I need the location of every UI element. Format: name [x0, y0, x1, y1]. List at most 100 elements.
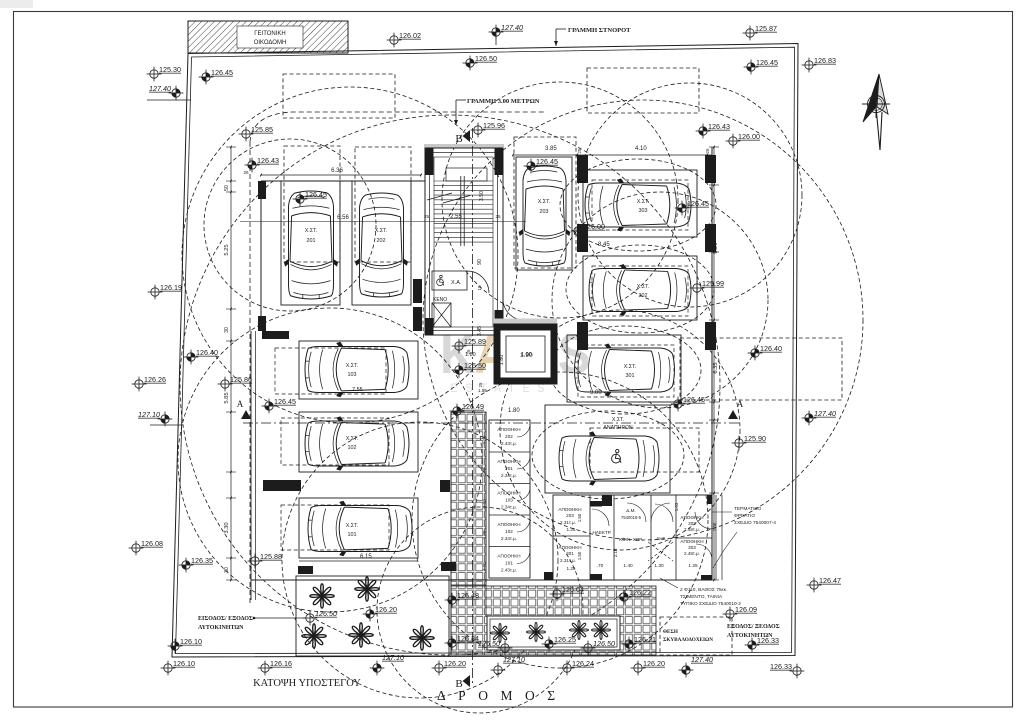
svg-text:Χ.ΣΤ.: Χ.ΣΤ.: [637, 284, 650, 290]
svg-text:125.85: 125.85: [251, 125, 273, 134]
svg-text:126.50: 126.50: [464, 361, 486, 370]
svg-text:101: 101: [505, 561, 513, 566]
svg-text:ΘΕΣΗ: ΘΕΣΗ: [663, 629, 678, 635]
svg-text:1.50: 1.50: [577, 551, 582, 560]
svg-text:30: 30: [224, 327, 230, 333]
svg-text:ΟΙΚΟΔΟΜΗ: ΟΙΚΟΔΟΜΗ: [254, 40, 287, 46]
svg-text:126.00: 126.00: [583, 222, 605, 231]
svg-text:B: B: [455, 678, 462, 690]
svg-text:126.10: 126.10: [173, 659, 195, 668]
svg-text:126.00: 126.00: [738, 132, 760, 141]
svg-text:126.50: 126.50: [478, 639, 500, 648]
svg-text:ΔΡΟΜΟΣ: ΔΡΟΜΟΣ: [437, 688, 568, 703]
svg-text:10: 10: [477, 285, 482, 291]
svg-text:301: 301: [626, 373, 635, 379]
svg-text:126.45: 126.45: [687, 199, 709, 208]
svg-text:ΑΠΟΘΗΚΗ: ΑΠΟΘΗΚΗ: [497, 459, 520, 464]
svg-text:Χ.ΣΤ.: Χ.ΣΤ.: [612, 417, 624, 423]
svg-text:ΕΙΣΟΔΟΣ/ ΕΞΟΔΟΣ: ΕΙΣΟΔΟΣ/ ΕΞΟΔΟΣ: [198, 616, 253, 622]
svg-text:1.20: 1.20: [482, 530, 487, 539]
svg-text:126.26: 126.26: [144, 375, 166, 384]
svg-text:6.20: 6.20: [713, 242, 719, 253]
svg-text:2.34τ.μ.: 2.34τ.μ.: [501, 536, 517, 541]
svg-text:126.50: 126.50: [593, 639, 615, 648]
svg-text:ΑΠΟΘΗΚΗ: ΑΠΟΘΗΚΗ: [497, 427, 520, 432]
svg-text:125.88: 125.88: [260, 552, 282, 561]
svg-text:126.19: 126.19: [160, 283, 182, 292]
svg-text:7.55: 7.55: [352, 387, 363, 393]
svg-text:Χ.ΣΤ.: Χ.ΣΤ.: [346, 436, 359, 442]
svg-text:303: 303: [639, 208, 648, 214]
svg-text:127.10: 127.10: [138, 410, 160, 419]
svg-text:202: 202: [505, 434, 513, 439]
svg-text:127.10: 127.10: [503, 655, 525, 664]
svg-text:126.43: 126.43: [708, 122, 730, 131]
svg-text:126.21: 126.21: [634, 635, 656, 644]
svg-text:ΑΠΟΘΗΚΗ: ΑΠΟΘΗΚΗ: [680, 539, 703, 544]
svg-text:25: 25: [705, 148, 710, 154]
svg-text:ΗΛΕΚΤΡ.: ΗΛΕΚΤΡ.: [592, 530, 611, 535]
svg-text:303: 303: [688, 545, 696, 550]
svg-text:1.80: 1.80: [499, 355, 505, 366]
svg-text:1.50: 1.50: [577, 513, 582, 522]
svg-text:26: 26: [243, 170, 249, 175]
svg-text:30: 30: [224, 567, 230, 573]
svg-text:A: A: [237, 399, 244, 409]
svg-text:2.48τ.μ.: 2.48τ.μ.: [684, 551, 700, 556]
svg-text:302: 302: [688, 521, 696, 526]
svg-text:126.20: 126.20: [375, 605, 397, 614]
svg-text:127.40: 127.40: [814, 409, 836, 418]
svg-text:4.10: 4.10: [635, 146, 647, 152]
svg-text:ΓΡΑΜΜΗ 3.00 ΜΕΤΡΩΝ: ΓΡΑΜΜΗ 3.00 ΜΕΤΡΩΝ: [467, 98, 540, 105]
svg-text:ΑΠΟΘΗΚΗ: ΑΠΟΘΗΚΗ: [497, 522, 520, 527]
svg-text:1.80: 1.80: [465, 352, 476, 358]
svg-text:2.34τ.μ.: 2.34τ.μ.: [501, 505, 517, 510]
svg-text:ΣΚΥΒΑΛΟΔΟΧΕΙΩΝ: ΣΚΥΒΑΛΟΔΟΧΕΙΩΝ: [663, 637, 713, 643]
svg-text:ESTATES: ESTATES: [451, 382, 553, 395]
svg-text:126.16: 126.16: [270, 659, 292, 668]
svg-text:125.99: 125.99: [702, 279, 724, 288]
svg-text:K: K: [440, 323, 476, 386]
svg-text:126.45: 126.45: [756, 58, 778, 67]
svg-text:25: 25: [478, 382, 483, 387]
svg-text:126.02: 126.02: [399, 31, 421, 40]
svg-text:126.10: 126.10: [180, 637, 202, 646]
svg-text:1.25: 1.25: [688, 563, 698, 569]
svg-text:1.30: 1.30: [654, 563, 664, 569]
svg-text:125.89: 125.89: [464, 337, 486, 346]
svg-text:126.24: 126.24: [572, 659, 594, 668]
svg-text:ΚΑΤΟΨΗ ΥΠΟΣΤΕΓΟΥ: ΚΑΤΟΨΗ ΥΠΟΣΤΕΓΟΥ: [253, 678, 361, 689]
svg-text:2.10: 2.10: [613, 548, 618, 557]
svg-text:301: 301: [566, 551, 574, 556]
svg-text:90: 90: [477, 259, 483, 265]
svg-text:1.50: 1.50: [712, 522, 717, 531]
svg-text:1.25: 1.25: [567, 566, 576, 571]
svg-text:125.87: 125.87: [755, 24, 777, 33]
svg-text:Χ.ΣΤ.: Χ.ΣΤ.: [305, 228, 318, 234]
svg-text:ΑΠΟΘΗΚΗ: ΑΠΟΘΗΚΗ: [497, 554, 520, 559]
svg-text:126.22: 126.22: [629, 588, 651, 597]
svg-text:9.00: 9.00: [590, 390, 602, 396]
svg-text:50: 50: [224, 185, 230, 191]
svg-text:5.25: 5.25: [224, 244, 230, 255]
svg-text:1.20: 1.20: [482, 435, 487, 444]
svg-text:3.50: 3.50: [479, 191, 485, 201]
svg-text:3.30: 3.30: [224, 522, 230, 533]
svg-text:ΑΥΤΟΚΙΝΗΤΩΝ: ΑΥΤΟΚΙΝΗΤΩΝ: [198, 625, 244, 631]
svg-text:125.96: 125.96: [483, 121, 505, 130]
svg-text:126.25: 126.25: [554, 635, 576, 644]
svg-text:ΑΠΟΘΗΚΗ: ΑΠΟΘΗΚΗ: [558, 545, 581, 550]
svg-text:6.36: 6.36: [331, 168, 343, 174]
svg-text:126.33: 126.33: [757, 636, 779, 645]
svg-text:1.90: 1.90: [521, 352, 532, 358]
svg-text:127.40: 127.40: [501, 23, 523, 32]
svg-text:126.48: 126.48: [457, 591, 479, 600]
svg-text:5.85: 5.85: [224, 392, 230, 403]
svg-text:203: 203: [566, 513, 574, 518]
svg-text:B: B: [455, 133, 462, 145]
svg-text:125.86: 125.86: [230, 375, 252, 384]
svg-text:ΑΠΟΘΗΚΗ: ΑΠΟΘΗΚΗ: [497, 491, 520, 496]
svg-text:102: 102: [505, 529, 513, 534]
svg-text:1.90: 1.90: [520, 352, 533, 359]
svg-text:126.20: 126.20: [444, 659, 466, 668]
